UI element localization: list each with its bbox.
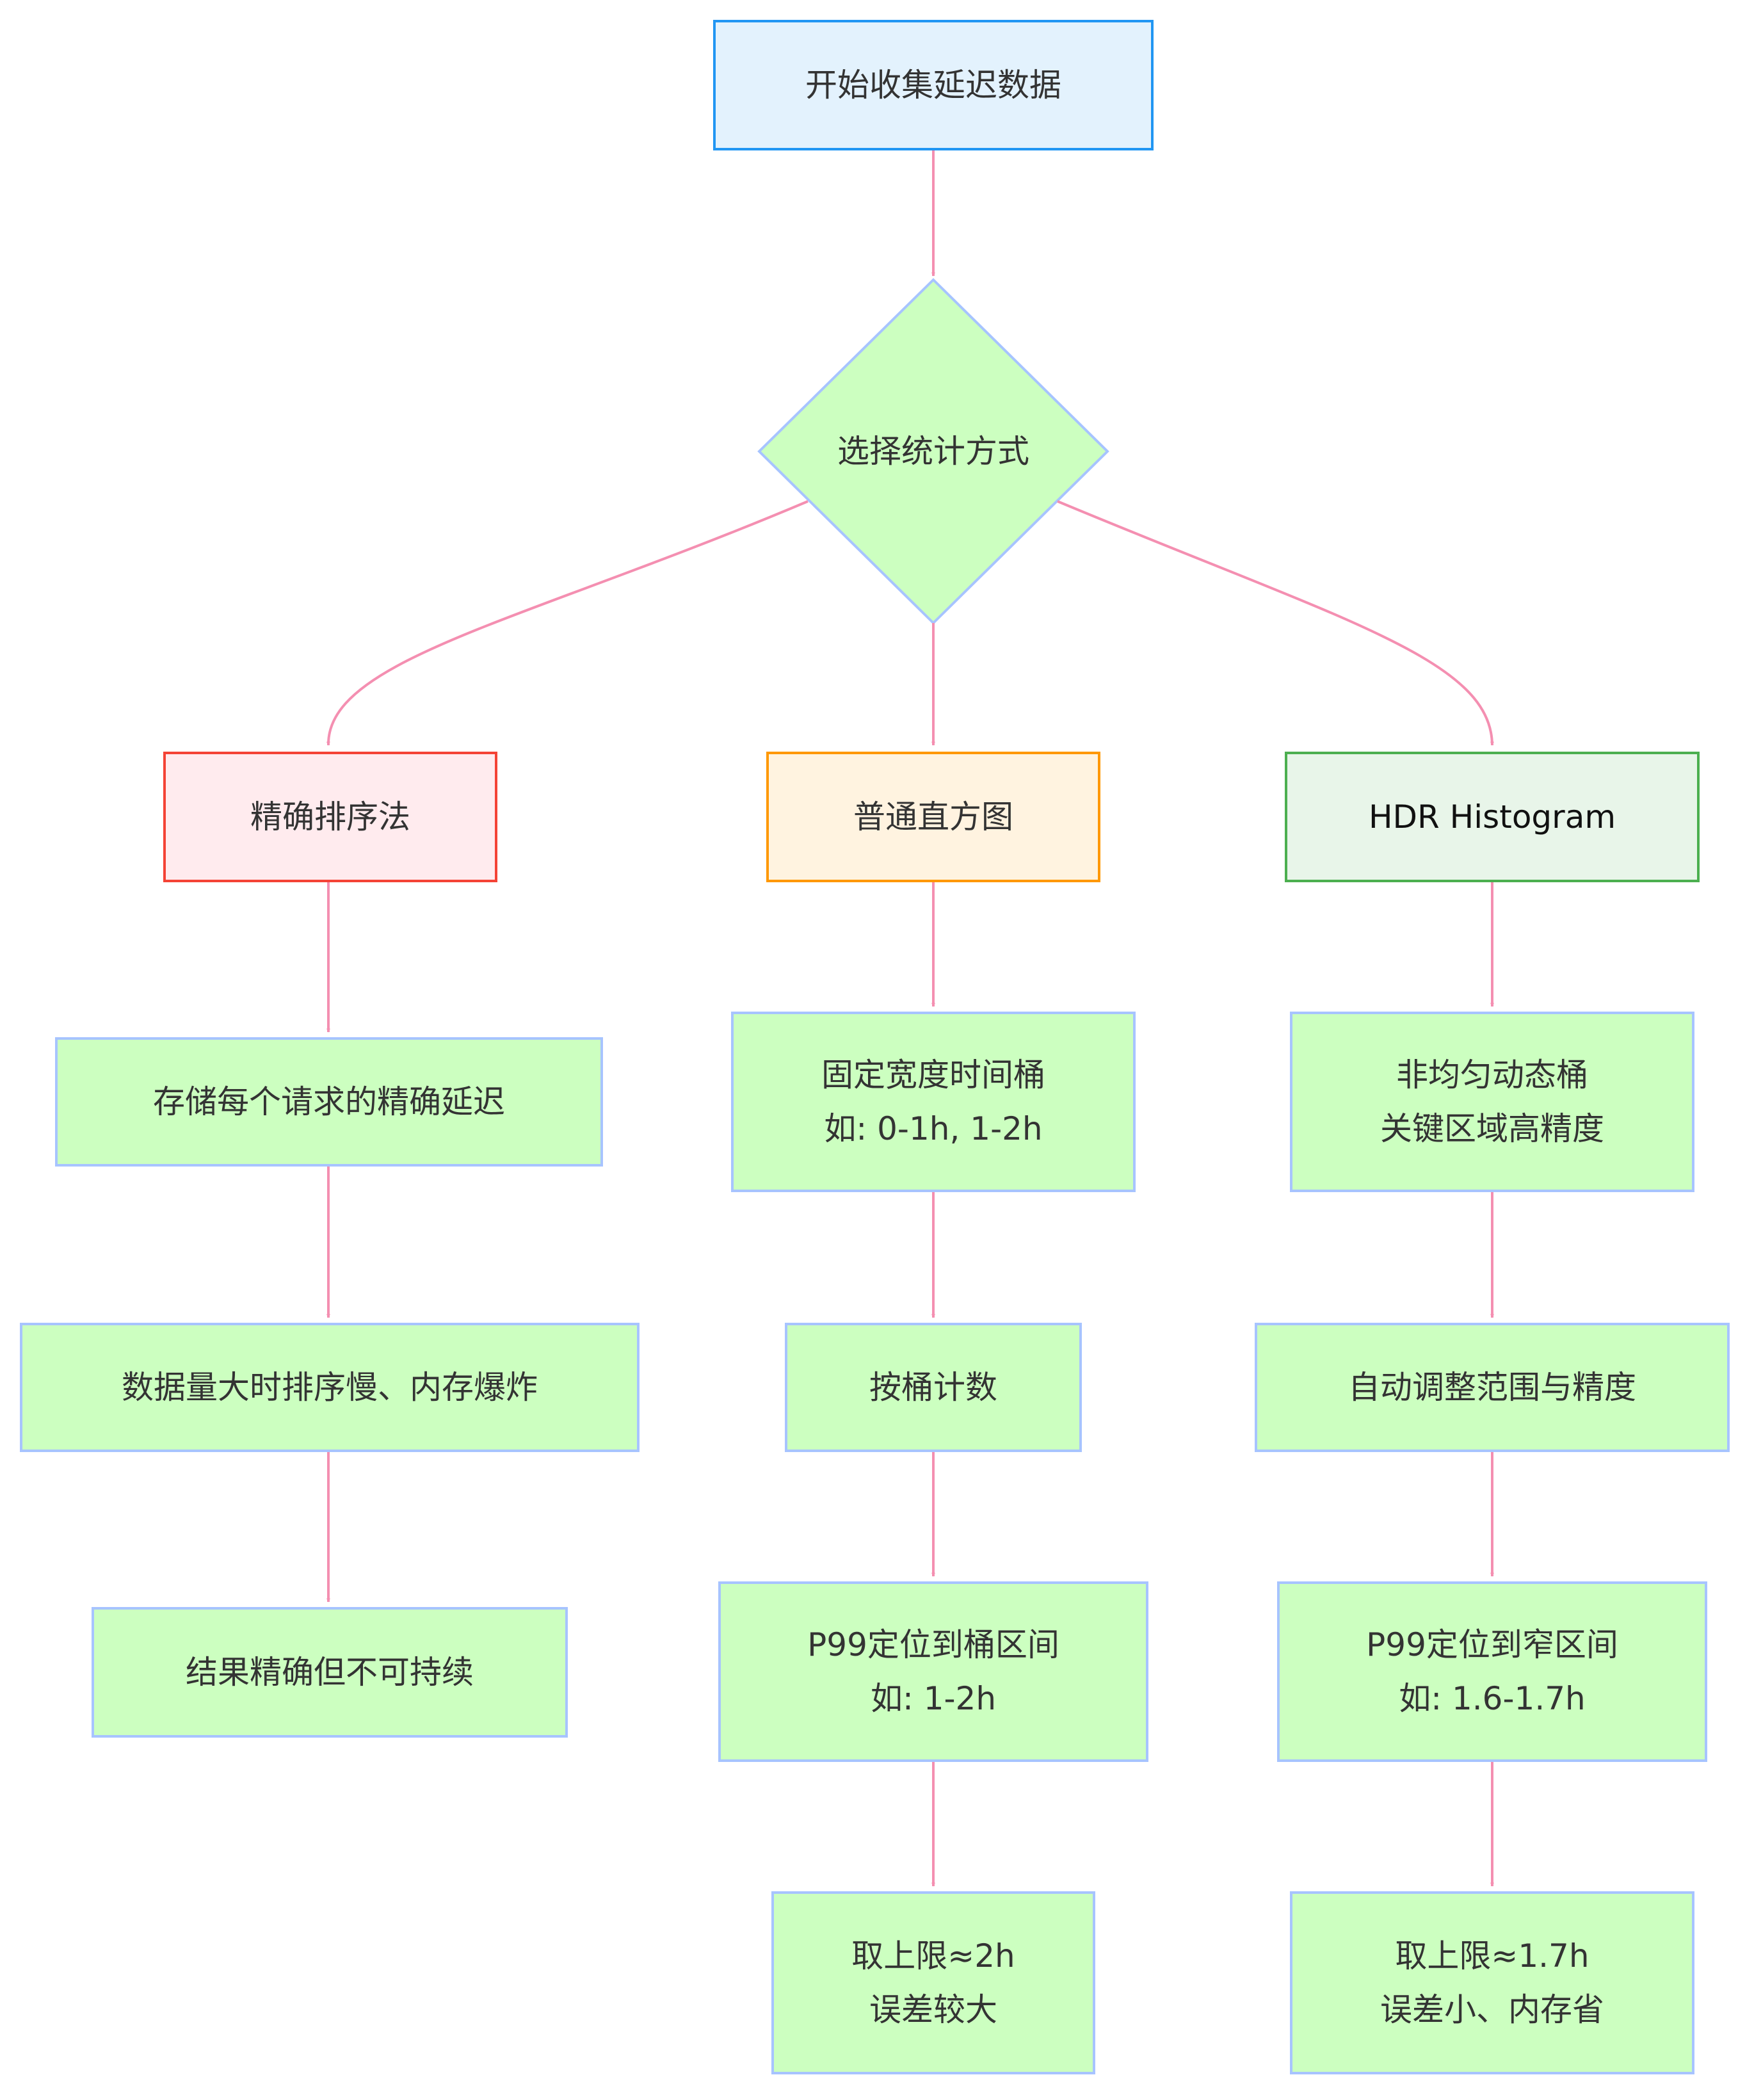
- fixed-buckets-line-2: 如: 0-1h, 1-2h: [824, 1110, 1043, 1147]
- nonuniform-buckets-node: 非均匀动态桶 关键区域高精度: [1290, 1012, 1694, 1192]
- upper-2h-node: 取上限≈2h 误差较大: [771, 1891, 1095, 2074]
- exact-sort-label: 精确排序法: [250, 798, 410, 836]
- edge-decision-to-hdr-hist: [1057, 500, 1494, 746]
- hdr-histogram-node: HDR Histogram: [1285, 752, 1700, 882]
- count-bucket-label: 按桶计数: [869, 1369, 997, 1406]
- exact-result-node: 结果精确但不可持续: [92, 1607, 568, 1738]
- p99-bucket-line-2: 如: 1-2h: [870, 1680, 997, 1717]
- big-data-label: 数据量大时排序慢、内存爆炸: [122, 1369, 538, 1406]
- p99-narrow-line-1: P99定位到窄区间: [1366, 1626, 1618, 1663]
- p99-narrow-line-2: 如: 1.6-1.7h: [1399, 1680, 1586, 1717]
- exact-sort-node: 精确排序法: [163, 752, 497, 882]
- auto-adjust-node: 自动调整范围与精度: [1255, 1323, 1730, 1452]
- hdr-histogram-label: HDR Histogram: [1368, 798, 1616, 836]
- store-each-label: 存储每个请求的精确延迟: [153, 1083, 505, 1120]
- p99-bucket-line-1: P99定位到桶区间: [807, 1626, 1059, 1663]
- start-node-label: 开始收集延迟数据: [805, 67, 1061, 104]
- count-bucket-node: 按桶计数: [785, 1323, 1082, 1452]
- upper-2h-line-2: 误差较大: [869, 1991, 997, 2028]
- p99-narrow-node: P99定位到窄区间 如: 1.6-1.7h: [1277, 1581, 1707, 1762]
- store-each-node: 存储每个请求的精确延迟: [55, 1037, 603, 1167]
- edge-decision-to-exact-sort: [326, 500, 809, 746]
- start-node: 开始收集延迟数据: [713, 20, 1154, 150]
- p99-bucket-node: P99定位到桶区间 如: 1-2h: [718, 1581, 1148, 1762]
- nonuniform-buckets-line-1: 非均匀动态桶: [1396, 1056, 1588, 1094]
- upper-17h-node: 取上限≈1.7h 误差小、内存省: [1290, 1891, 1694, 2074]
- fixed-buckets-line-1: 固定宽度时间桶: [821, 1056, 1045, 1094]
- normal-histogram-node: 普通直方图: [766, 752, 1100, 882]
- nonuniform-buckets-line-2: 关键区域高精度: [1380, 1110, 1604, 1147]
- fixed-buckets-node: 固定宽度时间桶 如: 0-1h, 1-2h: [731, 1012, 1136, 1192]
- normal-histogram-label: 普通直方图: [853, 798, 1013, 836]
- big-data-node: 数据量大时排序慢、内存爆炸: [20, 1323, 640, 1452]
- exact-result-label: 结果精确但不可持续: [186, 1654, 474, 1691]
- upper-2h-line-1: 取上限≈2h: [851, 1937, 1015, 1975]
- upper-17h-line-2: 误差小、内存省: [1380, 1991, 1604, 2028]
- decision-node-label: 选择统计方式: [837, 433, 1029, 470]
- auto-adjust-label: 自动调整范围与精度: [1348, 1369, 1636, 1406]
- upper-17h-line-1: 取上限≈1.7h: [1395, 1937, 1589, 1975]
